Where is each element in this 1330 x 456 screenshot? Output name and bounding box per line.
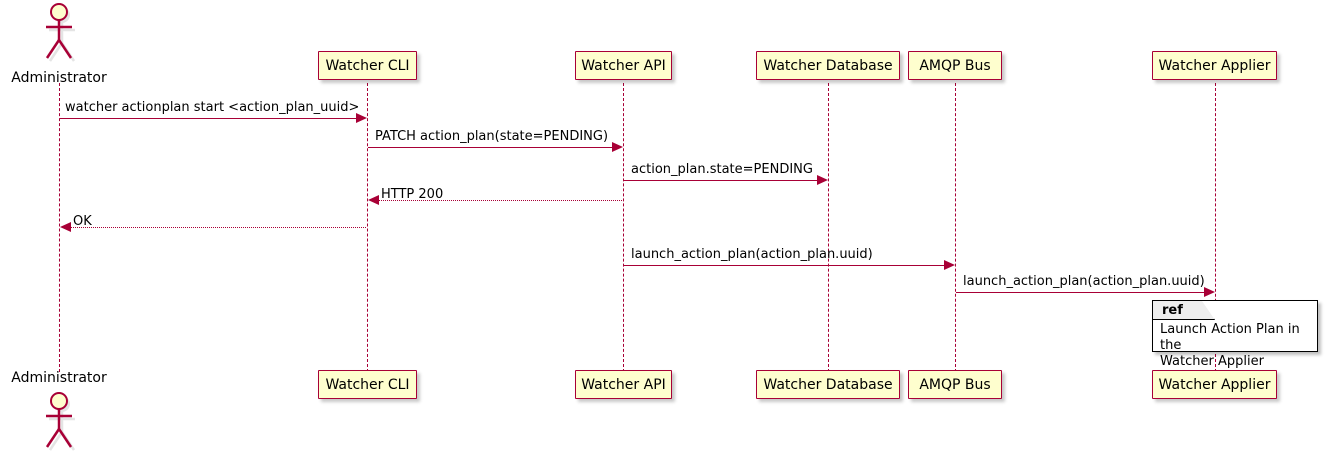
message-label-patch-action-plan: PATCH action_plan(state=PENDING) bbox=[375, 129, 609, 144]
message-arrowhead-http-200 bbox=[368, 195, 379, 205]
message-arrowhead-start-actionplan bbox=[356, 113, 367, 123]
participant-watcher-applier-top[interactable]: Watcher Applier bbox=[1152, 51, 1277, 80]
ref-fragment-text-line-2: Watcher Applier bbox=[1160, 354, 1264, 369]
actor-label-administrator-bottom: Administrator bbox=[11, 370, 107, 386]
message-line-state-pending bbox=[624, 180, 817, 181]
message-line-patch-action-plan bbox=[368, 147, 612, 148]
message-label-start-actionplan: watcher actionplan start <action_plan_uu… bbox=[65, 100, 360, 115]
message-arrowhead-ok bbox=[60, 222, 71, 232]
message-line-http-200 bbox=[379, 200, 622, 201]
participant-amqp-bus-top[interactable]: AMQP Bus bbox=[908, 51, 1002, 80]
ref-fragment-keyword: ref bbox=[1153, 301, 1215, 320]
lifeline-administrator bbox=[59, 83, 60, 372]
participant-watcher-database-bottom[interactable]: Watcher Database bbox=[756, 370, 900, 399]
lifeline-watcher-database bbox=[828, 83, 829, 372]
lifeline-amqp-bus bbox=[955, 83, 956, 372]
message-arrowhead-launch-action-plan-bus bbox=[944, 260, 955, 270]
message-arrowhead-state-pending bbox=[817, 175, 828, 185]
message-line-ok bbox=[71, 227, 366, 228]
message-label-state-pending: action_plan.state=PENDING bbox=[631, 162, 813, 177]
lifeline-watcher-applier bbox=[1215, 83, 1216, 372]
participant-watcher-database-top[interactable]: Watcher Database bbox=[756, 51, 900, 80]
actor-administrator-bottom-icon bbox=[45, 392, 76, 451]
message-label-http-200: HTTP 200 bbox=[381, 187, 444, 202]
message-label-ok: OK bbox=[73, 214, 92, 229]
participant-watcher-api-top[interactable]: Watcher API bbox=[575, 51, 672, 80]
participant-watcher-applier-bottom[interactable]: Watcher Applier bbox=[1152, 370, 1277, 399]
message-line-launch-action-plan-bus bbox=[624, 265, 944, 266]
message-label-launch-action-plan-applier: launch_action_plan(action_plan.uuid) bbox=[963, 274, 1205, 289]
message-label-launch-action-plan-bus: launch_action_plan(action_plan.uuid) bbox=[631, 247, 873, 262]
message-arrowhead-patch-action-plan bbox=[612, 142, 623, 152]
ref-fragment-text-line-1: Launch Action Plan in the bbox=[1160, 322, 1300, 353]
message-line-launch-action-plan-applier bbox=[956, 292, 1204, 293]
participant-watcher-api-bottom[interactable]: Watcher API bbox=[575, 370, 672, 399]
message-arrowhead-launch-action-plan-applier bbox=[1204, 287, 1215, 297]
lifeline-watcher-api bbox=[623, 83, 624, 372]
ref-fragment-text: Launch Action Plan in the Watcher Applie… bbox=[1153, 322, 1317, 370]
participant-amqp-bus-bottom[interactable]: AMQP Bus bbox=[908, 370, 1002, 399]
actor-label-administrator-top: Administrator bbox=[11, 70, 107, 86]
participant-watcher-cli-top[interactable]: Watcher CLI bbox=[318, 51, 417, 80]
participant-watcher-cli-bottom[interactable]: Watcher CLI bbox=[318, 370, 417, 399]
actor-administrator-top-icon bbox=[45, 3, 76, 62]
message-line-start-actionplan bbox=[60, 118, 356, 119]
ref-fragment-launch-action-plan: ref Launch Action Plan in the Watcher Ap… bbox=[1152, 300, 1318, 369]
lifeline-watcher-cli bbox=[367, 83, 368, 372]
